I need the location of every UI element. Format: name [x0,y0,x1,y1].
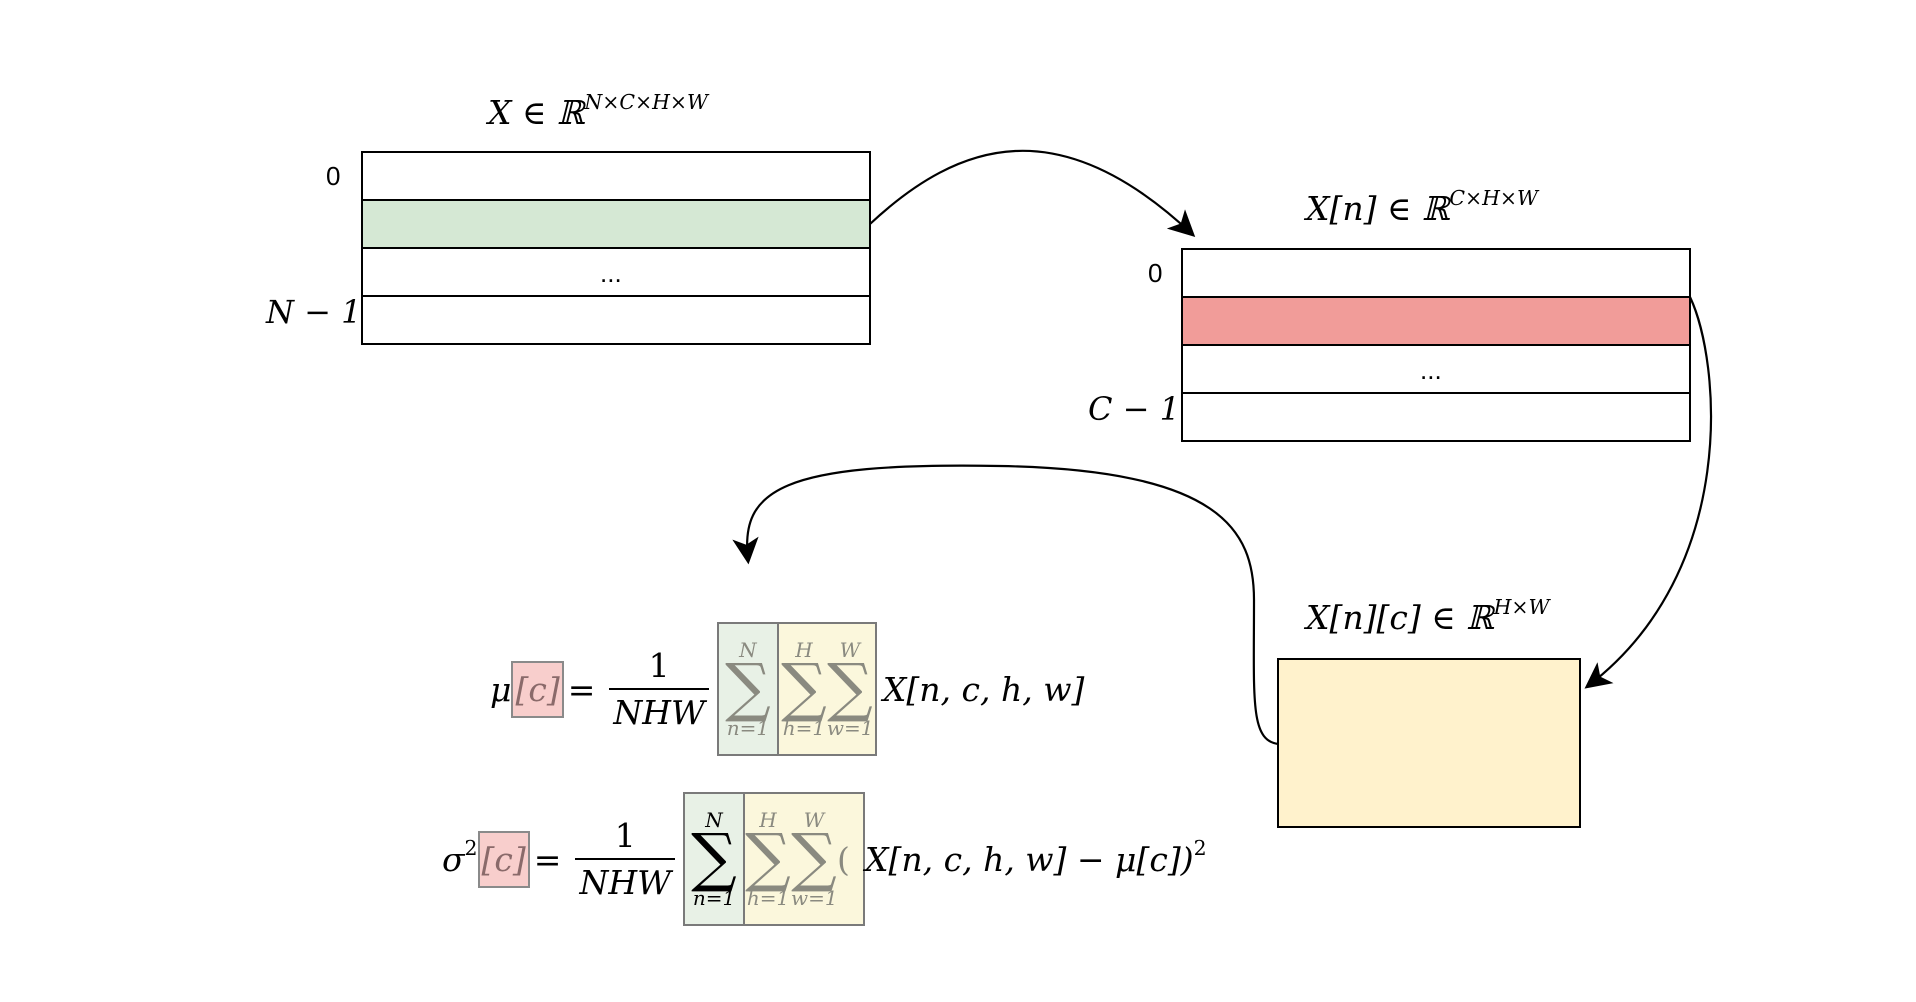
variance-fraction-denominator: NHW [575,858,676,899]
mean-fraction-numerator: 1 [648,646,670,685]
variance-formula: σ2 [c] = 1 NHW N∑n=1 H∑h=1 W∑w=1 ( X[n, … [442,792,1207,926]
mean-sum-h-lower: h=1 [782,715,826,740]
variance-sum-h-upper: H [759,808,777,833]
mean-sum-w-sigma: ∑ [827,651,873,726]
variance-fraction: 1 NHW [575,816,676,899]
tensor-x-ellipsis: ... [600,258,622,288]
tensor-xn-row-last [1181,392,1691,442]
tensor-xn-row-highlight [1181,296,1691,346]
variance-lhs-sup: 2 [464,836,478,861]
variance-sum-n-sigma: ∑ [691,821,737,896]
variance-equals: = [533,839,562,879]
mean-sum-hw-box: H∑h=1 W∑w=1 [778,622,877,756]
tensor-x-row-last [361,295,871,345]
variance-lhs: σ2 [442,838,478,879]
tensor-xn-stack [1181,248,1691,442]
mean-sum-w-upper: W [839,638,861,663]
variance-body-text: X[n, c, h, w] − μ[c]) [865,839,1194,879]
tensor-x-row-0 [361,151,871,201]
tensor-x-row-highlight [361,199,871,249]
mean-fraction: 1 NHW [609,649,709,729]
variance-sum-n-upper: N [705,808,723,833]
variance-sum-h-lower: h=1 [746,885,790,910]
tensor-xn-row-first-label: 0 [1148,258,1163,288]
tensor-xn-title-sup: C×H×W [1449,185,1539,210]
tensor-xn-title-text: X[n] ∈ ℝ [1306,189,1450,228]
tensor-xn-ellipsis: ... [1420,355,1442,385]
tensor-x-title: X ∈ ℝN×C×H×W [488,91,708,132]
mean-channel-index-highlight: [c] [511,660,564,718]
mean-formula: μ [c] = 1 NHW N∑n=1 H∑h=1 W∑w=1 X[n, c, … [490,622,1084,756]
variance-lhs-symbol: σ [442,839,465,879]
tensor-xnc-title: X[n][c] ∈ ℝH×W [1306,596,1550,637]
tensor-xn-row-last-label: C − 1 [1088,390,1180,428]
variance-fraction-numerator: 1 [614,816,636,855]
arrow-xn-to-xnc [1584,296,1713,689]
variance-sum-hw-box: H∑h=1 W∑w=1 ( [745,792,866,926]
tensor-x-title-text: X ∈ ℝ [488,93,585,132]
mean-lhs: μ [490,669,512,709]
tensor-x-stack [361,151,871,345]
variance-sum-w-sigma: ∑ [791,821,837,896]
tensor-xn-title: X[n] ∈ ℝC×H×W [1306,187,1538,228]
variance-body-sup: 2 [1193,836,1207,861]
tensor-x-title-sup: N×C×H×W [584,89,709,114]
variance-open-paren: ( [837,839,850,879]
variance-sum-h-sigma: ∑ [745,821,791,896]
variance-body: X[n, c, h, w] − μ[c])2 [865,838,1207,879]
variance-sum-n-lower: n=1 [692,885,736,910]
mean-sum-n-sigma: ∑ [725,651,771,726]
tensor-x-row-first-label: 0 [326,161,341,191]
mean-sum-h-upper: H [795,638,813,663]
mean-sum-n-box: N∑n=1 [716,622,779,756]
mean-sum-n-upper: N [739,638,757,663]
mean-sum-n-lower: n=1 [726,715,770,740]
mean-sum-h-sigma: ∑ [781,651,827,726]
mean-equals: = [567,669,596,709]
arrow-x-to-xn [869,149,1196,238]
tensor-xnc-title-sup: H×W [1493,594,1550,619]
tensor-x-row-last-label: N − 1 [266,293,362,331]
mean-channel-index: c [528,669,547,709]
tensor-xnc-title-text: X[n][c] ∈ ℝ [1306,598,1494,637]
mean-fraction-denominator: NHW [609,688,709,729]
tensor-xnc-plane [1277,658,1581,828]
variance-channel-index-highlight: [c] [477,830,530,888]
mean-sum-w-lower: w=1 [826,715,874,740]
tensor-xn-row-0 [1181,248,1691,298]
mean-body: X[n, c, h, w] [882,669,1085,709]
arrow-xnc-to-formulas [732,464,1279,746]
variance-sum-n-box: N∑n=1 [683,792,746,926]
variance-channel-index: c [494,839,513,879]
variance-sum-w-lower: w=1 [791,885,838,910]
variance-sum-w-upper: W [803,808,825,833]
